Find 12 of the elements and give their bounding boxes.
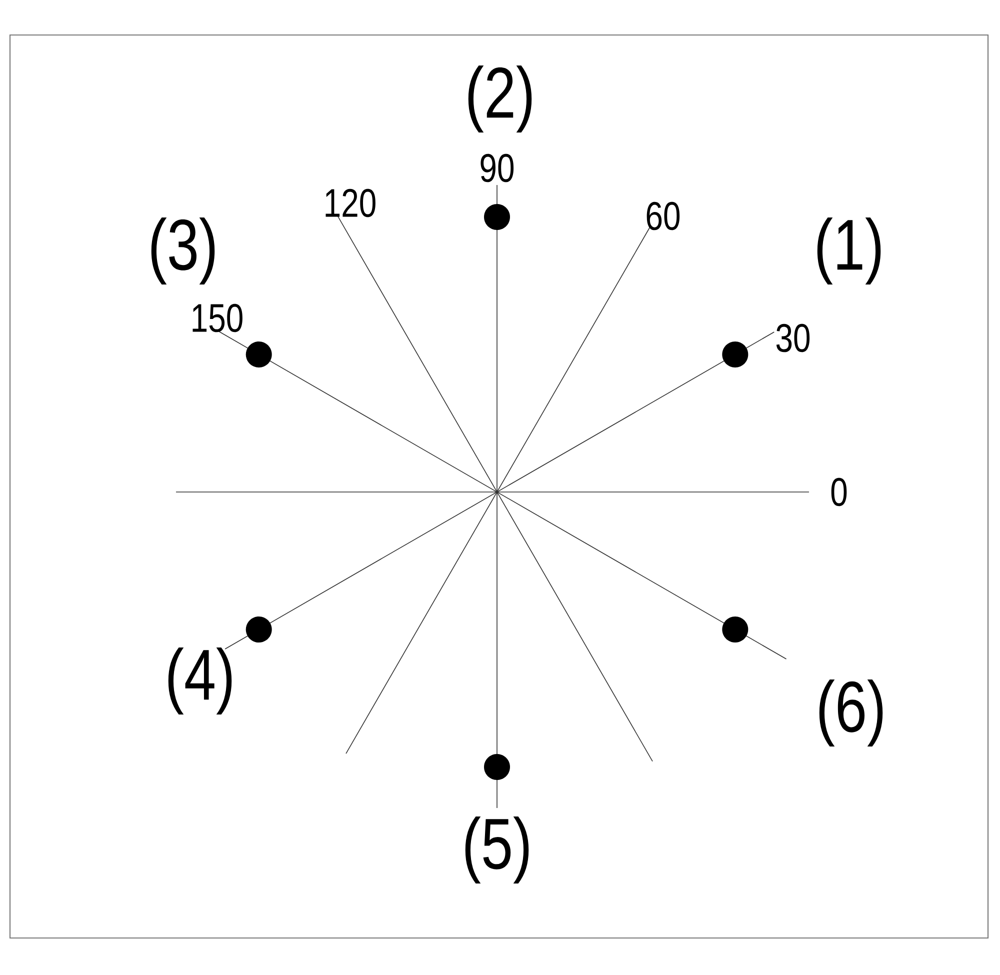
angle-label: 30	[776, 324, 810, 352]
point-label: (1)	[817, 217, 881, 285]
angle-label: 60	[646, 202, 680, 230]
point-label: (6)	[819, 679, 883, 747]
angle-label: 90	[480, 154, 514, 182]
angle-label: 150	[192, 304, 242, 332]
point-label: (2)	[468, 65, 532, 133]
angle-label: 0	[831, 478, 847, 506]
angle-label: 120	[326, 188, 376, 218]
point-label: (3)	[151, 217, 215, 285]
point-label: (4)	[168, 647, 232, 715]
point-label: (5)	[465, 816, 529, 884]
